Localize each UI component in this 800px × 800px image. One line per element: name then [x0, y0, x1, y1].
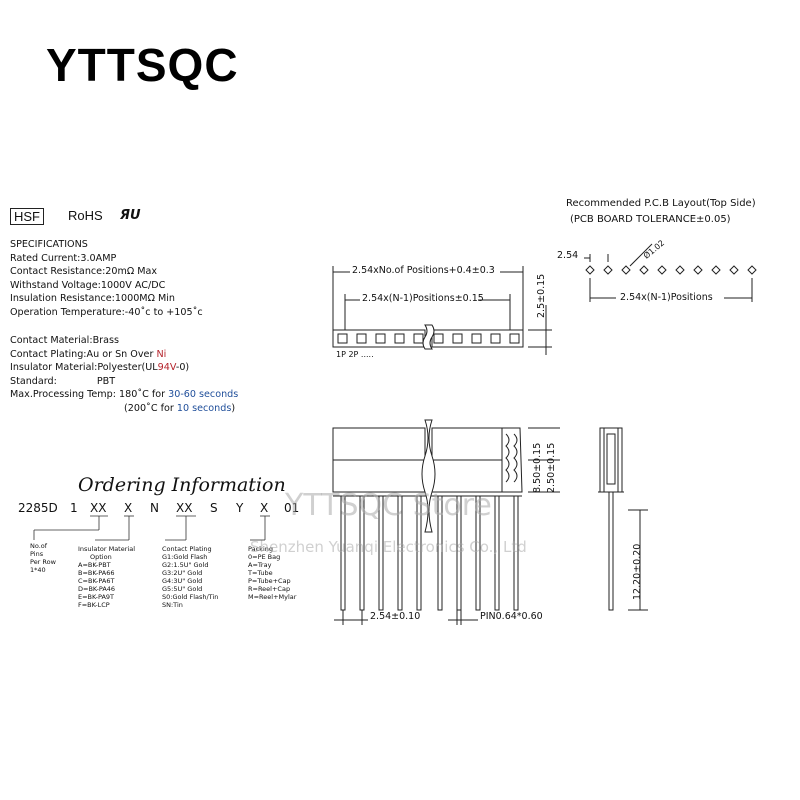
pins-line: No.of: [30, 542, 48, 550]
spec-line: Operation Temperature:-40˚c to +105˚c: [10, 306, 203, 318]
code-part: 1: [70, 501, 78, 515]
code-part: N: [150, 501, 159, 515]
processing2-highlight: 10 seconds: [176, 402, 232, 414]
code-part: XX: [176, 501, 193, 515]
plating-line: G5:5U" Gold: [162, 585, 203, 593]
insulator-line: B=BK-PA66: [78, 569, 115, 577]
standard-label: Standard:: [10, 375, 57, 387]
processing-text: Max.Processing Temp: 180˚C for: [10, 389, 169, 401]
insulator-line: Option: [90, 553, 112, 561]
processing-temp-2: (200˚C for 10 seconds): [10, 402, 238, 416]
plating-highlight: Ni: [156, 348, 167, 360]
code-part: 01: [284, 501, 300, 515]
packing-line: Packing: [248, 545, 274, 553]
processing2-suffix: ): [231, 402, 236, 414]
packing-line: P=Tube+Cap: [248, 577, 291, 585]
spec-line: Insulation Resistance:1000MΩ Min: [10, 293, 175, 305]
insulator-material: Insulator Material:Polyester(UL94V-0): [10, 361, 238, 375]
contact-material: Contact Material:Brass: [10, 335, 119, 346]
insulator-highlight: 94V: [157, 362, 176, 374]
ul-logo: ЯU: [120, 208, 141, 223]
watermark-company: Shenzhen Yuanqi Electronics Co., Ltd: [250, 538, 527, 556]
plating-line: SN:Tin: [162, 601, 183, 609]
rohs-badge: RoHS: [68, 208, 103, 223]
inner-length-label: 2.54x(N-1)Positions±0.15: [362, 293, 484, 304]
pcb-holes: [585, 265, 757, 275]
pin-size-label: PIN0.64*0.60: [480, 611, 543, 622]
side-pitch-label: 2.54±0.10: [370, 611, 421, 622]
plating-line: S0:Gold Flash/Tin: [162, 593, 219, 601]
insulator-line: Insulator Material: [78, 545, 136, 553]
processing-highlight: 30-60 seconds: [168, 389, 239, 401]
code-part: Y: [236, 501, 244, 515]
pcb-tolerance: (PCB BOARD TOLERANCE±0.05): [570, 214, 731, 225]
standard-value: PBT: [96, 375, 116, 387]
contact-plating: Contact Plating:Au or Sn Over Ni: [10, 348, 238, 362]
pcb-pitch-label: 2.54: [557, 250, 579, 261]
packing-line: R=Reel+Cap: [248, 585, 291, 593]
plating-line: G1:Gold Flash: [162, 553, 208, 561]
packing-column: Packing 0=PE Bag A=Tray T=Tube P=Tube+Ca…: [248, 545, 296, 601]
materials-block: Contact Material:Brass Contact Plating:A…: [10, 334, 238, 416]
packing-line: 0=PE Bag: [248, 553, 281, 561]
plating-text: Contact Plating:Au or Sn Over: [10, 348, 157, 360]
code-part: XX: [90, 501, 107, 515]
insulator-line: F=BK-LCP: [78, 601, 110, 609]
insulator-line: A=BK-PBT: [78, 561, 111, 569]
code-part: S: [210, 501, 218, 515]
insulator-line: D=BK-PA46: [78, 585, 116, 593]
watermark-store: YTTSQC Store: [285, 488, 492, 523]
insulator-suffix: -0): [175, 362, 190, 374]
insulator-line: E=BK-PA9T: [78, 593, 114, 601]
packing-line: A=Tray: [248, 561, 272, 569]
ordering-title: Ordering Information: [78, 474, 286, 496]
insulator-column: Insulator Material Option A=BK-PBT B=BK-…: [78, 545, 135, 609]
insulator-line: C=BK-PA6T: [78, 577, 115, 585]
pcb-layout-title: Recommended P.C.B Layout(Top Side): [566, 198, 756, 209]
plating-line: G4:3U" Gold: [162, 577, 203, 585]
plating-line: G3:2U" Gold: [162, 569, 203, 577]
packing-line: M=Reel+Mylar: [248, 593, 297, 601]
specifications-block: SPECIFICATIONS Rated Current:3.0AMP Cont…: [10, 238, 203, 320]
spec-line: Rated Current:3.0AMP: [10, 252, 117, 264]
spec-line: SPECIFICATIONS: [10, 239, 88, 250]
hsf-badge: HSF: [10, 208, 44, 225]
plating-column: Contact Plating G1:Gold Flash G2:1.5U" G…: [162, 545, 218, 609]
pins-line: 1*40: [30, 566, 46, 574]
code-part: 2285D: [18, 501, 58, 515]
pins-column: No.of Pins Per Row 1*40: [30, 542, 56, 574]
side-pins: [340, 495, 519, 611]
spec-line: Withstand Voltage:1000V AC/DC: [10, 279, 166, 291]
pins-line: Pins: [30, 550, 44, 558]
processing-temp: Max.Processing Temp: 180˚C for 30-60 sec…: [10, 388, 238, 402]
pcb-span-label: 2.54x(N-1)Positions: [620, 292, 713, 303]
code-part: X: [260, 501, 269, 515]
pins-line: Per Row: [30, 558, 56, 566]
code-part: X: [124, 501, 133, 515]
standard-line: Standard: PBT: [10, 375, 238, 389]
spec-line: Contact Resistance:20mΩ Max: [10, 266, 158, 278]
insulator-text: Insulator Material:Polyester(UL: [10, 362, 158, 374]
plating-line: Contact Plating: [162, 545, 212, 553]
pin-number-labels: 1P 2P .....: [336, 350, 374, 359]
processing2-text: (200˚C for: [124, 402, 177, 414]
packing-line: T=Tube: [248, 569, 273, 577]
overall-length-label: 2.54xNo.of Positions+0.4±0.3: [352, 265, 495, 276]
plating-line: G2:1.5U" Gold: [162, 561, 209, 569]
brand-title: YTTSQC: [46, 39, 239, 91]
